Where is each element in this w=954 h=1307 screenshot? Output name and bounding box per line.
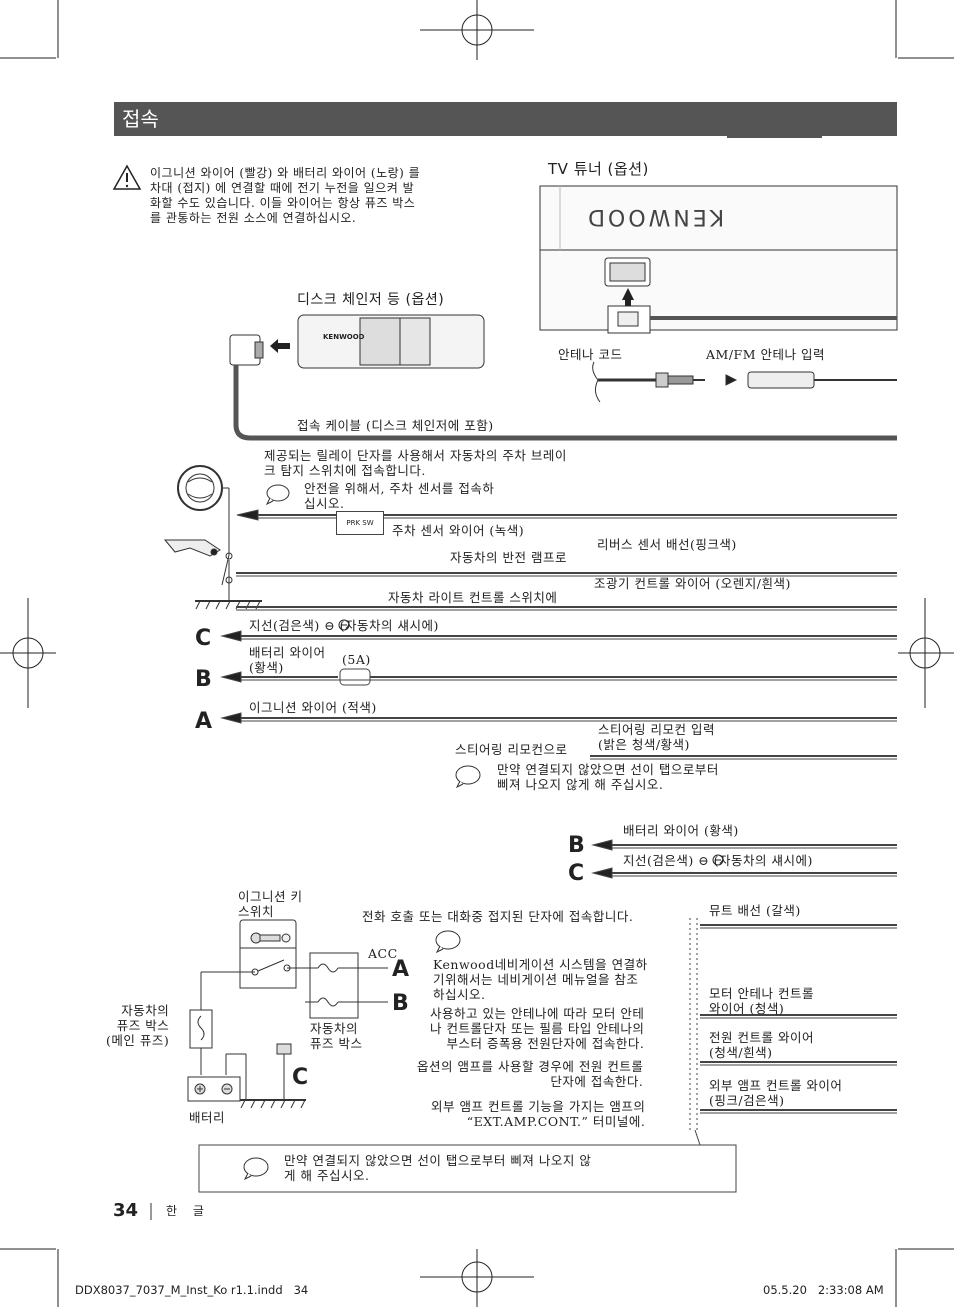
terminal-a: A <box>195 709 213 734</box>
phone-mute-text: 전화 호출 또는 대화중 접지된 단자에 접속합니다. <box>362 909 634 924</box>
steering-remote-to: 스티어링 리모컨으로 <box>455 742 568 757</box>
ext-amp-wire: 외부 앰프 컨트롤 와이어 (핑크/검은색) <box>709 1078 843 1108</box>
fuse-rating: (5A) <box>342 652 371 667</box>
page-language: 한 글 <box>166 1204 210 1218</box>
battery-label: 배터리 <box>189 1110 226 1125</box>
relay-text: 제공되는 릴레이 단자를 사용해서 자동차의 주차 브레이 크 탐지 스위치에 … <box>264 448 567 478</box>
terminal-c-right: C <box>568 861 585 886</box>
footer-date: 05.5.20 2:33:08 AM <box>763 1283 884 1297</box>
acc-label: ACC <box>368 946 398 961</box>
ignition-key-label: 이그니션 키 스위치 <box>238 889 303 919</box>
motor-antenna-wire: 모터 안테나 컨트롤 와이어 (청색) <box>709 986 814 1016</box>
section-title: 접속 <box>122 107 159 131</box>
fuse-box-label: 자동차의 퓨즈 박스 <box>310 1021 363 1051</box>
terminal-b-right: B <box>568 833 585 858</box>
reverse-lamp-label: 자동차의 반전 램프로 <box>450 550 567 565</box>
amp-text: 옵션의 앰프를 사용할 경우에 전원 컨트롤 단자에 접속한다. <box>417 1059 644 1089</box>
ground-wire-right: 지선(검은색) ⊖ (자동차의 섀시에) <box>623 853 813 868</box>
ignition-key-icon <box>239 919 297 989</box>
tv-tuner-label: TV 튜너 (옵션) <box>548 160 649 178</box>
page-number: 34 <box>113 1200 139 1221</box>
prk-sw-terminal: PRK SW <box>336 511 384 535</box>
reverse-sensor-wire: 리버스 센서 배선(핑크색) <box>597 537 737 552</box>
terminal-b: B <box>195 667 212 692</box>
footer-file: DDX8037_7037_M_Inst_Ko r1.1.indd 34 <box>75 1283 309 1297</box>
tape-note-icon <box>243 484 481 1181</box>
battery-wire-label: 배터리 와이어 (황색) <box>249 645 326 675</box>
warning-text: 이그니션 와이어 (빨강) 와 배터리 와이어 (노랑) 를 차대 (접지) 에… <box>150 166 421 225</box>
terminal-a-bottom: A <box>392 957 410 982</box>
safety-note: 안전을 위해서, 주차 센서를 접속하 십시오. <box>304 481 495 511</box>
ground-wire-label: 지선(검은색) ⊖ (자동차의 섀시에) <box>249 618 439 633</box>
amfm-input-label: AM/FM 안테나 입력 <box>706 347 825 362</box>
terminal-c: C <box>195 626 212 651</box>
tv-tuner-brand: KENWOOD <box>585 204 725 229</box>
terminal-b-bottom: B <box>392 991 409 1016</box>
dimmer-wire: 조광기 컨트롤 와이어 (오렌지/흰색) <box>594 576 791 591</box>
terminal-c-bottom: C <box>292 1065 309 1090</box>
battery-icon <box>187 1076 241 1102</box>
main-fuse-label: 자동차의 퓨즈 박스 (메인 퓨즈) <box>106 1003 170 1048</box>
light-switch-label: 자동차 라이트 컨트롤 스위치에 <box>388 590 558 605</box>
ignition-wire-label: 이그니션 와이어 (적색) <box>249 700 377 715</box>
power-control-wire: 전원 컨트롤 와이어 (청색/흰색) <box>709 1030 814 1060</box>
battery-wire-right: 배터리 와이어 (황색) <box>623 823 739 838</box>
parking-sensor-wire: 주차 센서 와이어 (녹색) <box>392 523 525 538</box>
section-header-bar <box>114 102 897 136</box>
kenwood-nav-text: Kenwood네비게이션 시스템을 연결하 기위해서는 네비게이션 메뉴얼을 참… <box>433 957 648 1002</box>
disc-changer-brand: KENWOOD <box>323 333 365 341</box>
motor-antenna-text: 사용하고 있는 안테나에 따라 모터 안테 나 컨트롤단자 또는 필름 타입 안… <box>430 1006 645 1051</box>
relay-icon <box>163 465 262 610</box>
warning-icon <box>112 164 142 190</box>
connection-cable <box>233 365 897 441</box>
disc-changer-device <box>229 314 485 369</box>
tape-note-1: 만약 연결되지 않았으면 선이 탭으로부터 삐져 나오지 않게 해 주십시오. <box>497 762 719 792</box>
antenna-cord-label: 안테나 코드 <box>558 347 623 362</box>
tape-note-2: 만약 연결되지 않았으면 선이 탭으로부터 삐져 나오지 않 게 해 주십시오. <box>284 1153 592 1183</box>
antenna-cord <box>592 361 897 403</box>
connection-cable-label: 접속 케이블 (디스크 체인저에 포함) <box>297 418 494 433</box>
ext-amp-text: 외부 앰프 컨트롤 기능을 가지는 앰프의 “EXT.AMP.CONT.” 터미… <box>431 1099 646 1129</box>
tv-tuner-device <box>539 185 898 334</box>
disc-changer-label: 디스크 체인저 등 (옵션) <box>297 292 445 308</box>
steering-remote-input: 스티어링 리모컨 입력 (밝은 청색/황색) <box>598 722 715 752</box>
mute-wire-label: 뮤트 배선 (갈색) <box>709 903 801 918</box>
